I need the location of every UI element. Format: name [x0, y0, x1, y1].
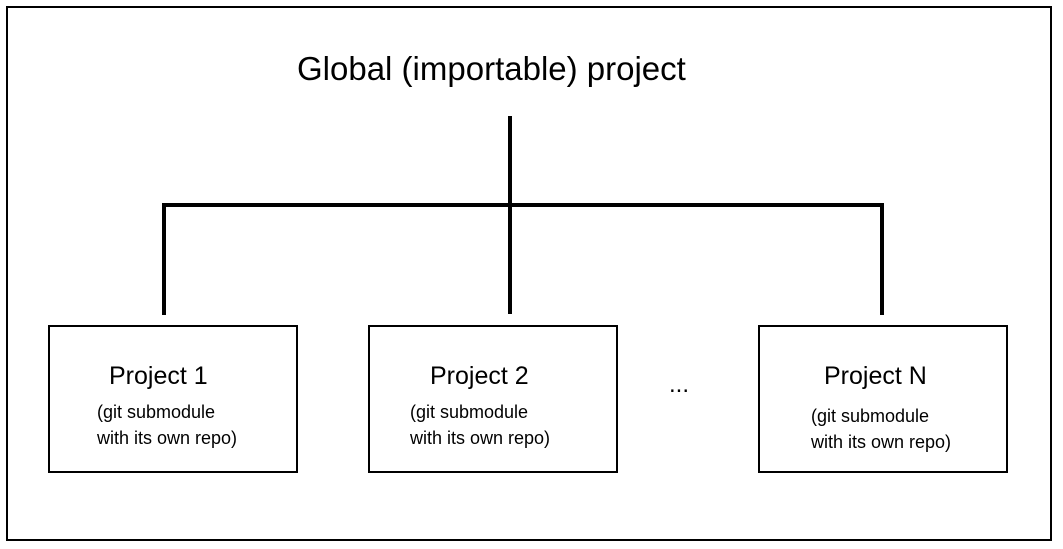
project-2-sub-line-1: (git submodule: [410, 402, 529, 422]
project-2-sub-line-2: with its own repo): [410, 428, 551, 448]
project-n-sub-line-1: (git submodule: [811, 406, 930, 426]
branch-line-project-n: [880, 203, 884, 315]
diagram-frame: [6, 6, 1052, 541]
project-box-n: [758, 325, 1008, 473]
more-projects-ellipsis: ...: [669, 371, 690, 398]
trunk-line: [508, 116, 512, 314]
project-2-name: Project 2: [430, 362, 529, 390]
project-box-2: [368, 325, 618, 473]
project-1-sub-line-2: with its own repo): [97, 428, 238, 448]
project-n-sub-line-2: with its own repo): [811, 432, 952, 452]
horizontal-connector: [162, 203, 884, 207]
project-box-1: [48, 325, 298, 473]
global-project-title: Global (importable) project: [297, 50, 686, 87]
project-n-name: Project N: [824, 362, 927, 390]
project-1-sub-line-1: (git submodule: [97, 402, 216, 422]
project-1-name: Project 1: [109, 362, 208, 390]
branch-line-project-1: [162, 203, 166, 315]
